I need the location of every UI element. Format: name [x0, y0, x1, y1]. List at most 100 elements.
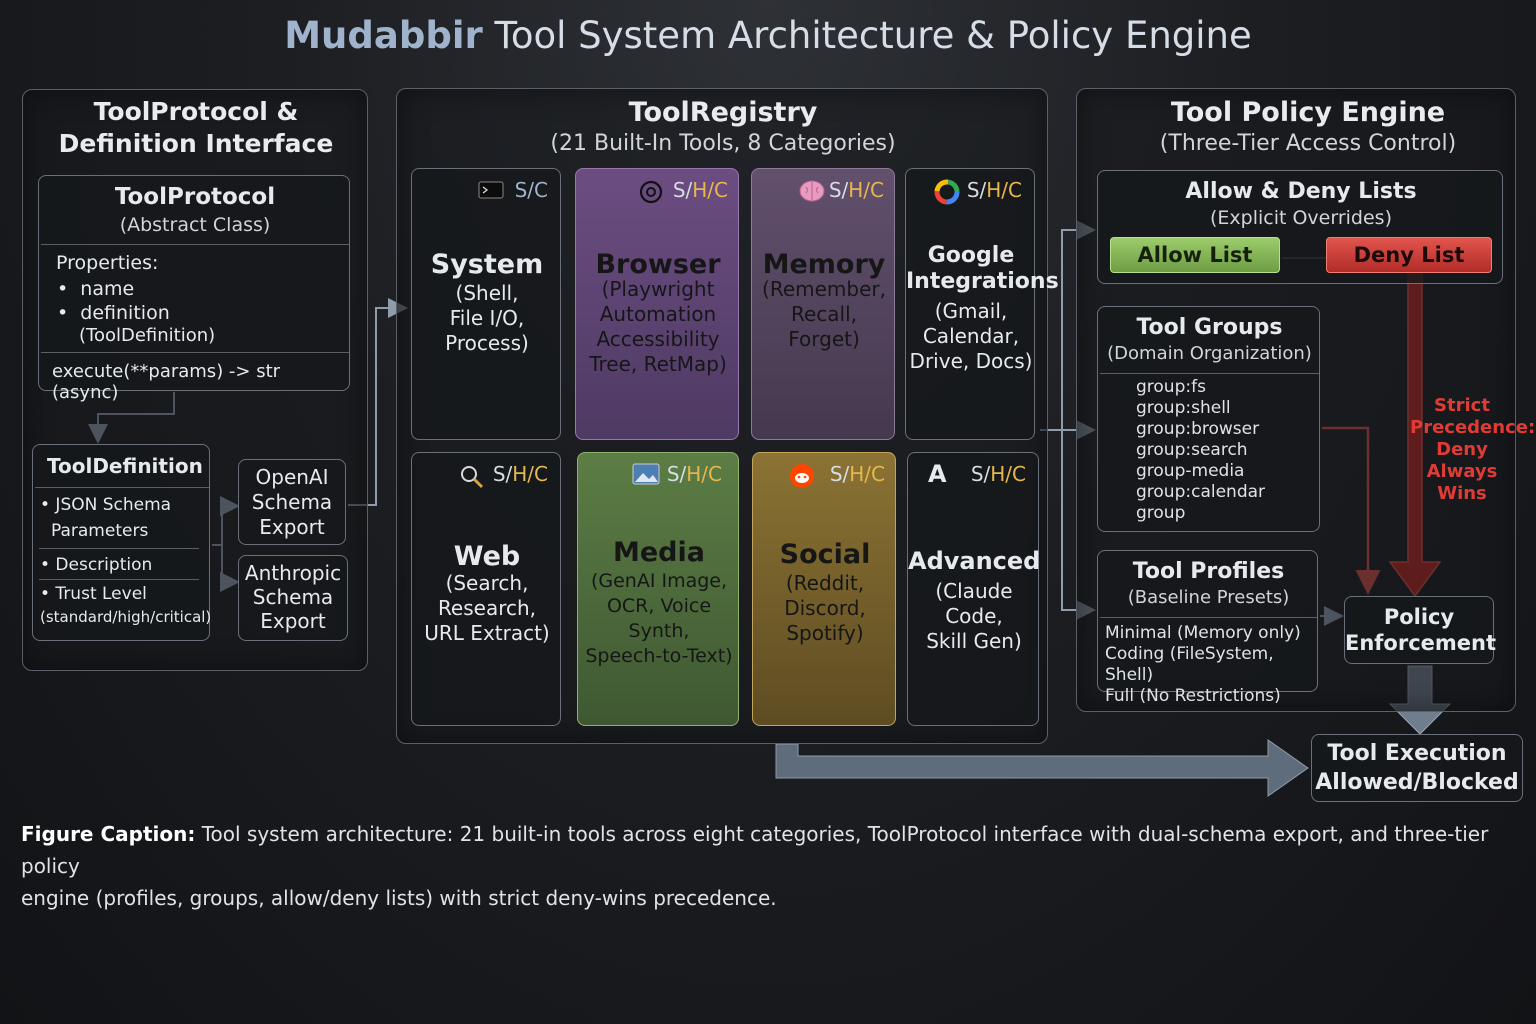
web-desc-line3: URL Extract): [424, 621, 550, 645]
openai-icon: [638, 179, 664, 209]
social-name: Social: [779, 539, 871, 570]
registry-to-execution-arrow: [775, 739, 1309, 797]
system-desc-line1: (Shell,: [455, 281, 519, 305]
properties-label: Properties:: [56, 252, 159, 274]
web-desc-line1: (Search,: [445, 571, 529, 595]
media-name: Media: [613, 537, 705, 568]
advanced-badge: S/H/C: [971, 462, 1026, 486]
web-name: Web: [453, 541, 521, 572]
category-browser: S/H/C Browser (Playwright Automation Acc…: [575, 168, 739, 440]
reddit-icon: [789, 463, 815, 493]
divider: [1100, 373, 1319, 374]
browser-badge: S/H/C: [673, 178, 728, 202]
tool-groups-box: Tool Groups (Domain Organization) group:…: [1097, 306, 1320, 532]
advanced-desc-line2: Skill Gen): [926, 629, 1022, 653]
media-badge: S/H/C: [667, 462, 722, 486]
trust-level-values: (standard/high/critical): [40, 608, 212, 626]
anthropic-export-line3: Export: [260, 609, 326, 633]
memory-desc-line1: (Remember,: [762, 277, 886, 301]
social-desc-line1: (Reddit,: [785, 571, 865, 595]
property-definition: • definition: [57, 302, 170, 324]
protocol-panel-title: ToolProtocol & Definition Interface: [23, 96, 369, 160]
figure-caption: Figure Caption: Tool system architecture…: [21, 818, 1521, 914]
category-system: S/C System (Shell, File I/O, Process): [411, 168, 561, 440]
google-badge-s: S/: [966, 178, 987, 202]
media-badge-hc: H/C: [686, 462, 722, 486]
tool-profiles-list: Minimal (Memory only) Coding (FileSystem…: [1105, 623, 1317, 707]
profile-item: Coding (FileSystem, Shell): [1105, 644, 1274, 685]
memory-desc: (Remember, Recall, Forget): [752, 277, 896, 352]
divider: [41, 244, 349, 245]
terminal-icon: [478, 181, 504, 203]
browser-desc-line4: Tree, RetMap): [589, 352, 727, 376]
social-badge-hc: H/C: [849, 462, 885, 486]
category-social: S/H/C Social (Reddit, Discord, Spotify): [752, 452, 896, 726]
toolprotocol-subtitle: (Abstract Class): [119, 214, 271, 236]
caption-text-line2: engine (profiles, groups, allow/deny lis…: [21, 886, 777, 910]
description-item: • Description: [40, 555, 153, 575]
media-desc: (GenAI Image, OCR, Voice Synth, Speech-t…: [578, 569, 740, 669]
divider: [35, 487, 209, 488]
property-definition-type: (ToolDefinition): [79, 325, 216, 346]
policy-subtitle: (Three-Tier Access Control): [1159, 131, 1457, 156]
enforcement-line2: Enforcement: [1345, 631, 1497, 655]
browser-badge-s: S/: [672, 178, 693, 202]
social-desc-line3: Spotify): [786, 621, 864, 645]
google-desc: (Gmail, Calendar, Drive, Docs): [906, 299, 1036, 374]
profile-item: Minimal (Memory only): [1105, 623, 1301, 643]
web-desc-line2: Research,: [437, 596, 537, 620]
group-item: group:browser: [1136, 419, 1260, 439]
media-badge-s: S/: [666, 462, 687, 486]
memory-badge: S/H/C: [829, 178, 884, 202]
divider: [39, 579, 199, 580]
precedence-line4: Always: [1426, 461, 1498, 482]
enforcement-line1: Policy: [1383, 605, 1455, 629]
media-desc-line4: Speech-to-Text): [585, 645, 733, 667]
web-badge-hc: H/C: [512, 462, 548, 486]
category-media: S/H/C Media (GenAI Image, OCR, Voice Syn…: [577, 452, 739, 726]
category-google: S/H/C Google Integrations (Gmail, Calend…: [905, 168, 1059, 440]
divider: [41, 352, 349, 353]
category-memory: S/H/C Memory (Remember, Recall, Forget): [751, 168, 895, 440]
property-name: • name: [57, 278, 135, 300]
execution-line2: Allowed/Blocked: [1315, 770, 1519, 795]
tool-groups-list: group:fs group:shell group:browser group…: [1136, 377, 1265, 524]
brain-icon: [798, 179, 826, 207]
tooldefinition-box: ToolDefinition • JSON Schema Parameters …: [32, 444, 212, 641]
tool-groups-title: Tool Groups: [1136, 315, 1283, 340]
toolprotocol-title: ToolProtocol: [114, 184, 276, 210]
precedence-line5: Wins: [1437, 483, 1487, 504]
media-desc-line1: (GenAI Image,: [590, 570, 728, 592]
divider: [39, 548, 199, 549]
title-rest: Tool System Architecture & Policy Engine: [482, 14, 1252, 57]
group-item: group:shell: [1136, 398, 1231, 418]
group-item: group:calendar: [1136, 482, 1266, 502]
openai-export-line3: Export: [259, 515, 325, 539]
memory-name: Memory: [762, 249, 886, 280]
image-icon: [632, 463, 660, 489]
registry-title: ToolRegistry: [628, 97, 818, 128]
category-advanced: A S/H/C Advanced (Claude Code, Skill Gen…: [907, 452, 1040, 726]
tool-profiles-box: Tool Profiles (Baseline Presets) Minimal…: [1097, 550, 1318, 706]
social-desc-line2: Discord,: [784, 596, 866, 620]
tool-profiles-subtitle: (Baseline Presets): [1127, 587, 1290, 608]
google-name: Google Integrations: [906, 243, 1059, 294]
web-badge: S/H/C: [493, 462, 548, 486]
property-name-text: name: [80, 278, 135, 300]
category-web: S/H/C Web (Search, Research, URL Extract…: [411, 452, 561, 726]
search-icon: [458, 463, 486, 493]
memory-desc-line3: Forget): [788, 327, 860, 351]
precedence-line2: Precedence:: [1410, 417, 1536, 438]
google-desc-line3: Drive, Docs): [909, 349, 1033, 373]
media-desc-line3: Synth,: [628, 620, 690, 642]
social-badge: S/H/C: [830, 462, 885, 486]
social-desc: (Reddit, Discord, Spotify): [753, 571, 897, 646]
openai-schema-export-box: OpenAI Schema Export: [238, 459, 346, 545]
property-definition-text: definition: [80, 302, 170, 324]
browser-desc-line1: (Playwright: [601, 277, 715, 301]
openai-export-line2: Schema: [251, 490, 333, 514]
google-badge: S/H/C: [967, 178, 1022, 202]
brand-name: Mudabbir: [284, 14, 483, 57]
browser-desc-line3: Accessibility: [596, 327, 720, 351]
anthropic-export-line2: Schema: [252, 585, 334, 609]
